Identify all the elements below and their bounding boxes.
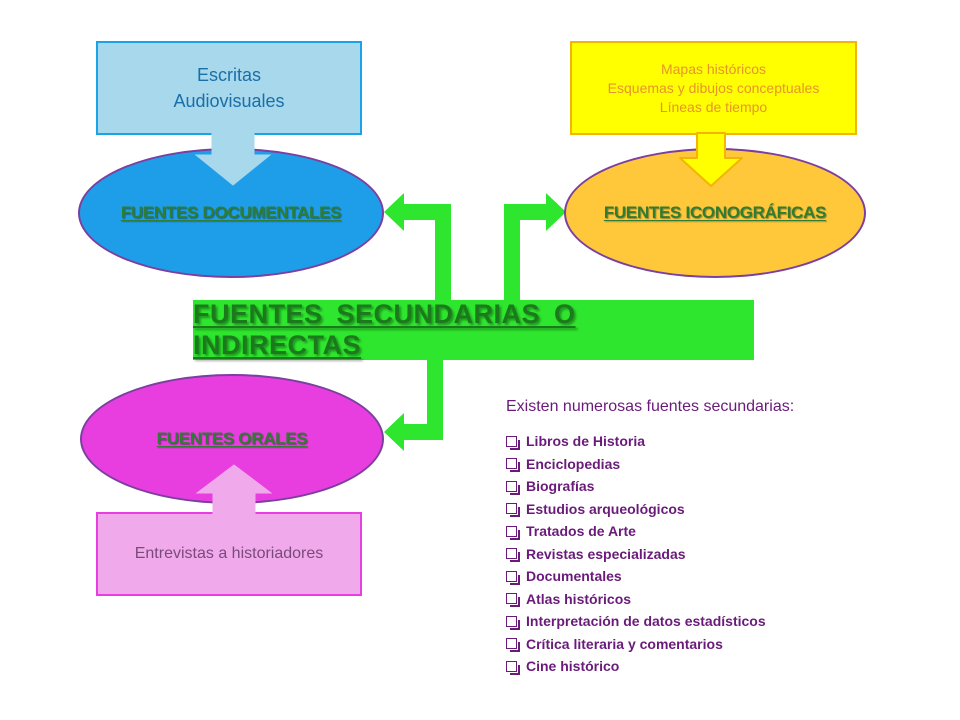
checkbox-bullet-icon	[506, 480, 520, 495]
list-item-label: Atlas históricos	[526, 590, 632, 607]
center-title-bar: FUENTES SECUNDARIAS O INDIRECTAS	[193, 299, 754, 360]
list-item-label: Biografías	[526, 478, 595, 495]
arrow-box-documentales	[194, 132, 272, 186]
list-item-label: Revistas especializadas	[526, 545, 686, 562]
secondary-sources-list: Libros de Historia Enciclopedias Biograf…	[506, 430, 946, 678]
list-item: Tratados de Arte	[506, 520, 946, 543]
box-documentales: Escritas Audiovisuales	[96, 41, 362, 135]
list-item: Libros de Historia	[506, 430, 946, 453]
list-item-label: Estudios arqueológicos	[526, 500, 685, 517]
box-iconograficas: Mapas históricos Esquemas y dibujos conc…	[570, 41, 857, 135]
list-item-label: Enciclopedias	[526, 455, 621, 472]
list-intro: Existen numerosas fuentes secundarias:	[506, 398, 795, 415]
checkbox-bullet-icon	[506, 638, 520, 653]
node-orales-label: FUENTES ORALES	[156, 429, 308, 448]
connector-orales	[400, 360, 443, 440]
arrowhead-documentales	[384, 193, 404, 231]
list-item-label: Interpretación de datos estadísticos	[526, 613, 766, 630]
list-item-label: Libros de Historia	[526, 433, 646, 450]
box-iconograficas-line-1: Mapas históricos	[660, 60, 767, 77]
box-orales: Entrevistas a historiadores	[96, 512, 362, 596]
arrow-box-orales	[195, 464, 273, 515]
secondary-sources-list-block: Existen numerosas fuentes secundarias: L…	[506, 398, 946, 678]
list-item-label: Tratados de Arte	[526, 523, 636, 540]
checkbox-bullet-icon	[506, 593, 520, 608]
list-item: Biografías	[506, 475, 946, 498]
checkbox-bullet-icon	[506, 458, 520, 473]
list-item-label: Documentales	[526, 568, 622, 585]
list-item: Estudios arqueológicos	[506, 498, 946, 521]
arrowhead-iconograficas	[546, 193, 566, 231]
box-documentales-line-2: Audiovisuales	[173, 91, 285, 111]
center-title: FUENTES SECUNDARIAS O INDIRECTAS	[193, 299, 576, 360]
list-item: Crítica literaria y comentarios	[506, 633, 946, 656]
node-documentales: FUENTES DOCUMENTALES	[78, 148, 384, 278]
list-item: Cine histórico	[506, 655, 946, 678]
box-orales-line-1: Entrevistas a historiadores	[134, 545, 324, 562]
list-item: Revistas especializadas	[506, 543, 946, 566]
list-item-label: Crítica literaria y comentarios	[526, 635, 723, 652]
connector-iconograficas	[504, 204, 550, 300]
connector-documentales	[400, 204, 451, 300]
list-item: Documentales	[506, 565, 946, 588]
checkbox-bullet-icon	[506, 435, 520, 450]
arrow-box-iconograficas	[679, 132, 743, 187]
checkbox-bullet-icon	[506, 503, 520, 518]
checkbox-bullet-icon	[506, 660, 520, 675]
arrowhead-orales	[384, 413, 404, 451]
node-documentales-label: FUENTES DOCUMENTALES	[120, 203, 342, 222]
list-item: Enciclopedias	[506, 453, 946, 476]
list-item: Interpretación de datos estadísticos	[506, 610, 946, 633]
node-iconograficas-label: FUENTES ICONOGRÁFICAS	[603, 203, 827, 222]
checkbox-bullet-icon	[506, 615, 520, 630]
checkbox-bullet-icon	[506, 548, 520, 563]
box-iconograficas-line-3: Líneas de tiempo	[659, 98, 768, 115]
checkbox-bullet-icon	[506, 570, 520, 585]
box-iconograficas-line-2: Esquemas y dibujos conceptuales	[607, 79, 820, 96]
list-item-label: Cine histórico	[526, 658, 620, 675]
box-documentales-line-1: Escritas	[196, 65, 261, 85]
list-item: Atlas históricos	[506, 588, 946, 611]
checkbox-bullet-icon	[506, 525, 520, 540]
